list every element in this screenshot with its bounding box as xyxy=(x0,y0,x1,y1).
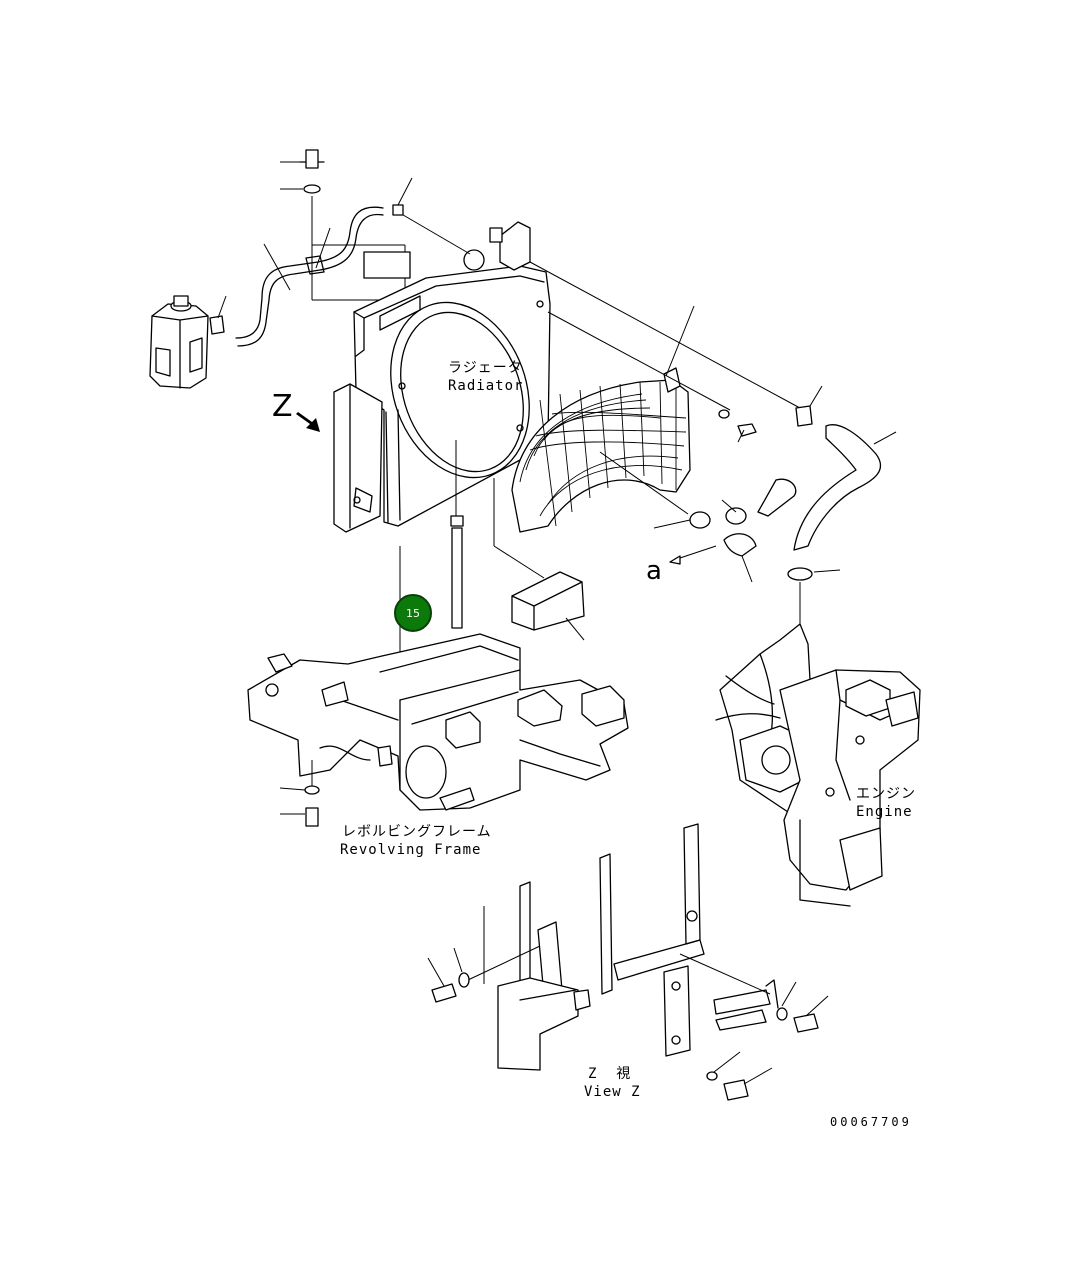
radiator-label-en: Radiator xyxy=(448,378,524,394)
drawing-number: 00067709 xyxy=(830,1115,912,1129)
frame-label-en: Revolving Frame xyxy=(340,842,482,858)
fan-shroud-icon xyxy=(511,367,691,533)
z-marker: Z xyxy=(272,389,293,424)
hose-clamp-icon xyxy=(795,385,823,427)
view-z-label-en: View Z xyxy=(584,1084,641,1100)
engine-icon xyxy=(715,623,921,907)
view-z-assembly-icon xyxy=(467,823,779,1071)
revolving-frame-icon xyxy=(247,633,629,811)
view-z-bolt-bottom-icon xyxy=(706,1051,773,1101)
view-z-bolt-left-icon xyxy=(427,947,470,1003)
engine-label-en: Engine xyxy=(856,804,913,820)
hose-clip-icon xyxy=(209,295,227,335)
view-z-bolt-right-icon xyxy=(776,981,829,1033)
upper-hose-icon xyxy=(793,424,897,551)
top-washer-icon xyxy=(280,184,321,194)
a-marker: a xyxy=(646,556,662,586)
radiator-cap-icon xyxy=(392,177,471,255)
top-bolt-icon xyxy=(280,149,325,169)
shroud-bolt-icon xyxy=(718,409,757,443)
view-z-label-jp: Z 視 xyxy=(588,1066,632,1082)
lower-hose-icon xyxy=(653,478,797,583)
radiator-icon xyxy=(353,221,551,527)
callout-15[interactable]: 15 xyxy=(394,594,432,632)
support-rod-icon xyxy=(399,440,464,700)
a-arrow-icon xyxy=(669,545,717,565)
reserve-tank-icon xyxy=(149,295,209,389)
radiator-side-bracket-icon xyxy=(333,383,383,533)
reserve-tank-hose-icon xyxy=(235,206,384,347)
z-view-arrow-icon xyxy=(296,412,320,432)
frame-washer-icon xyxy=(279,760,320,795)
cover-box-icon xyxy=(493,478,585,641)
frame-label-jp: レボルビングフレーム xyxy=(342,824,492,840)
radiator-label-jp: ラジェータ xyxy=(448,360,523,376)
frame-bolt-icon xyxy=(280,807,319,827)
engine-label-jp: エンジン xyxy=(856,786,916,802)
